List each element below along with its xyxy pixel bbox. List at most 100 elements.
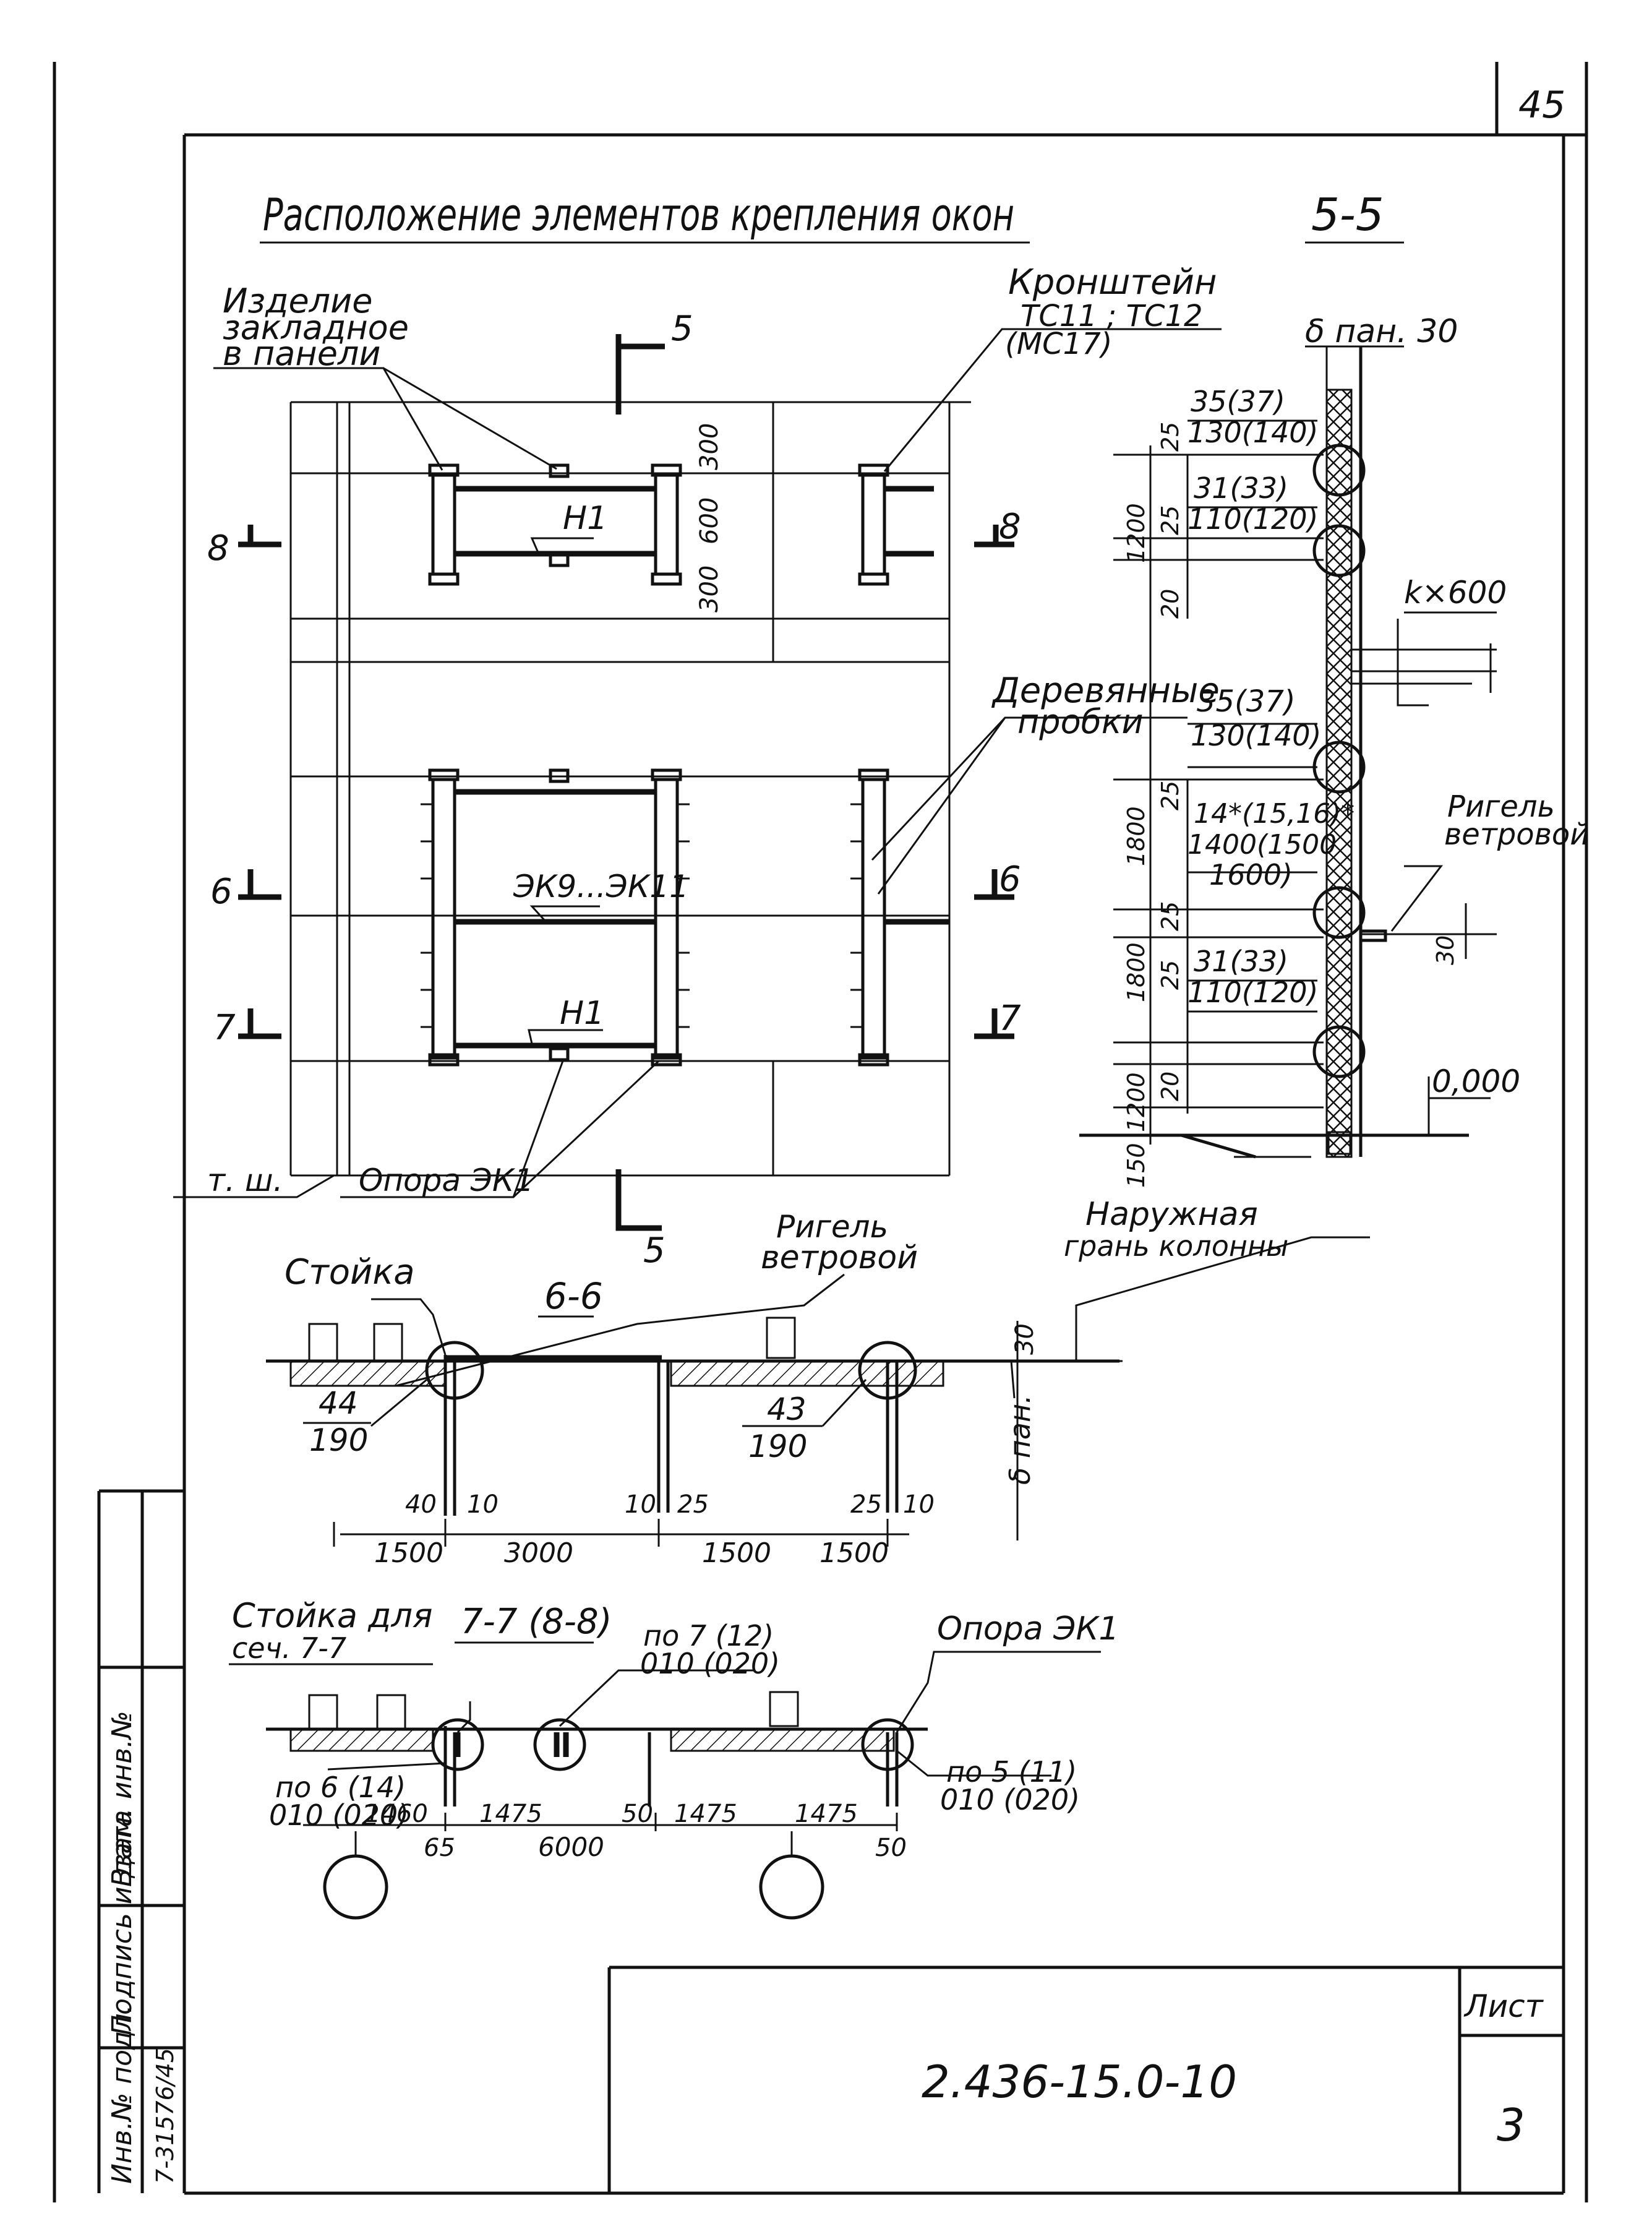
section-77-view	[266, 1651, 1101, 1920]
dim-14-15-16: 14*(15,16)*	[1194, 798, 1355, 830]
note-5-11-2: 010 (020)	[940, 1783, 1080, 1816]
dim-130-140-b: 130(140)	[1191, 719, 1322, 752]
dim-panel: δ пан.	[1003, 1394, 1037, 1485]
dim-6000: 6000	[538, 1832, 604, 1862]
dim-10-b: 10	[625, 1490, 656, 1519]
dim-35-37-a: 35(37)	[1191, 385, 1285, 418]
support-77: Опора ЭК1	[937, 1610, 1119, 1648]
dim-1200-bottom: 1200	[1123, 1072, 1150, 1132]
dim-110-120-a: 110(120)	[1188, 502, 1319, 536]
level-0000: 0,000	[1432, 1063, 1520, 1099]
sheet-frame	[53, 62, 1588, 2202]
dim-44: 44	[319, 1385, 358, 1421]
h1-bottom-label: Н1	[560, 995, 604, 1032]
wind-rigel-66: Ригель	[776, 1209, 888, 1245]
cut-6-right: 6	[999, 859, 1021, 900]
note-6-14: по 6 (14)	[275, 1771, 406, 1804]
panel-thickness: δ пан. 30	[1305, 313, 1458, 350]
dim-1460: 1460	[365, 1800, 428, 1828]
dim-25-b: 25	[1157, 505, 1184, 535]
cut-5-bottom: 5	[643, 1231, 666, 1271]
dim-3000: 3000	[504, 1537, 573, 1569]
section-55-title: 5-5	[1311, 189, 1384, 241]
dim-25-b-66: 25	[850, 1490, 882, 1519]
sheet-label: Лист	[1463, 1988, 1544, 2024]
dim-35-37-b: 35(37)	[1197, 684, 1296, 719]
dim-40: 40	[405, 1490, 437, 1519]
wood-plug-label-2: пробки	[1017, 702, 1144, 741]
dim-190-b: 190	[748, 1428, 807, 1464]
inv-value: 7-31576/45	[152, 2048, 179, 2184]
sheet-number: 3	[1497, 2099, 1525, 2151]
ek-label: ЭК9...ЭК11	[513, 869, 689, 904]
post-label: Стойка	[285, 1252, 415, 1292]
dim-1500-b: 1500	[702, 1537, 771, 1569]
dim-31-33-a: 31(33)	[1194, 471, 1288, 505]
dim-25-a: 25	[1157, 422, 1184, 452]
dim-65: 65	[424, 1834, 455, 1862]
dim-600: 600	[695, 497, 724, 544]
bracket-label-3: (МС17)	[1005, 327, 1112, 361]
cut-6-left: 6	[210, 872, 233, 912]
dim-300-bottom: 300	[695, 565, 724, 612]
dim-25-e: 25	[1157, 960, 1184, 990]
dim-300-top: 300	[695, 423, 724, 470]
document-code: 2.436-15.0-10	[922, 2056, 1237, 2108]
dim-43: 43	[767, 1391, 807, 1427]
dim-10-a: 10	[467, 1490, 499, 1519]
cut-8-left: 8	[207, 528, 229, 569]
note-7-12: по 7 (12)	[643, 1619, 774, 1652]
cut-7-left: 7	[213, 1008, 236, 1048]
dim-31-33-b: 31(33)	[1194, 945, 1288, 978]
embedded-part-label-2: закладное	[223, 308, 409, 347]
dim-1200-top: 1200	[1123, 503, 1150, 563]
h1-top-label: Н1	[563, 500, 607, 537]
dim-20-a: 20	[1157, 589, 1184, 619]
dim-30-rigel: 30	[1432, 935, 1459, 965]
dim-1400-1500: 1400(1500	[1188, 829, 1337, 861]
note-7-12-2: 010 (020)	[640, 1647, 780, 1680]
embedded-part-label-3: в панели	[223, 334, 381, 373]
dim-20-b: 20	[1157, 1072, 1184, 1101]
outer-face-label: Наружная	[1085, 1196, 1258, 1233]
dim-1600: 1600)	[1209, 858, 1293, 891]
dim-1475-c: 1475	[795, 1800, 858, 1828]
cut-5-top: 5	[671, 309, 693, 349]
note-5-11: по 5 (11)	[946, 1755, 1077, 1789]
drawing-title: Расположение элементов крепления окон	[263, 189, 1014, 241]
section-77-title: 7-7 (8-8)	[461, 1602, 612, 1642]
cut-7-right: 7	[999, 999, 1021, 1039]
sign-date-label: Подпись и дата	[106, 1810, 138, 2035]
dim-1500-a: 1500	[374, 1537, 443, 1569]
side-stamp	[97, 1489, 184, 2193]
dim-1475-a: 1475	[479, 1800, 542, 1828]
support-label: Опора ЭК1	[359, 1162, 534, 1198]
section-55-view	[1079, 345, 1497, 1159]
wind-rigel-label: Ригель	[1447, 789, 1555, 824]
wind-rigel-label-2: ветровой	[1444, 817, 1589, 852]
dim-30-66: 30	[1011, 1323, 1039, 1355]
dim-1500-c: 1500	[820, 1537, 889, 1569]
wall-panel	[1325, 389, 1353, 1158]
inv-label: Инв.№ подл.	[106, 2004, 138, 2184]
dim-10-c: 10	[903, 1490, 935, 1519]
dim-1800-a: 1800	[1123, 806, 1150, 866]
dim-190-a: 190	[309, 1422, 368, 1458]
replace-inv-label: Взам. инв.№	[106, 1711, 138, 1887]
dim-25-a-66: 25	[677, 1490, 709, 1519]
post-for-77: Стойка для	[232, 1596, 433, 1635]
wood-plug-label: Деревянные	[991, 671, 1220, 711]
note-6-14-2: 010 (020)	[269, 1798, 409, 1832]
cut-8-right: 8	[999, 507, 1021, 547]
dim-130-140-a: 130(140)	[1188, 416, 1319, 449]
dim-50-b: 50	[875, 1834, 907, 1862]
dim-150: 150	[1123, 1143, 1150, 1188]
dim-25-d: 25	[1157, 901, 1184, 931]
k-600: k×600	[1404, 575, 1507, 611]
dim-1475-b: 1475	[674, 1800, 737, 1828]
dim-25-c: 25	[1157, 781, 1184, 810]
post-for-77-2: сеч. 7-7	[232, 1631, 346, 1665]
bracket-label: Кронштейн	[1008, 262, 1217, 303]
dim-1800-b: 1800	[1123, 942, 1150, 1002]
